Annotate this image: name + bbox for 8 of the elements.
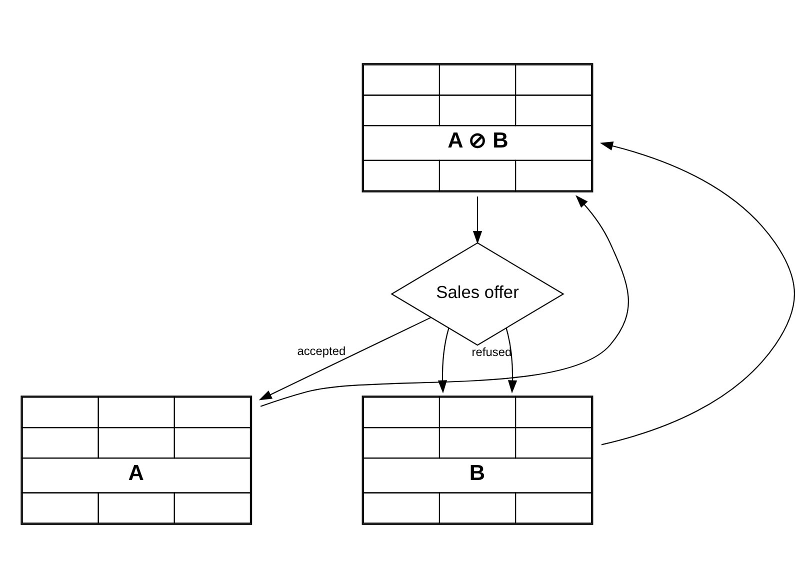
arrow (506, 328, 518, 393)
arrow (258, 316, 432, 400)
edge-label: accepted (297, 344, 346, 358)
arrow (600, 141, 795, 445)
edge-label: refused (472, 344, 512, 359)
node-diamond: Sales offer (390, 242, 564, 346)
arrow (260, 194, 629, 406)
arrow (472, 196, 482, 244)
